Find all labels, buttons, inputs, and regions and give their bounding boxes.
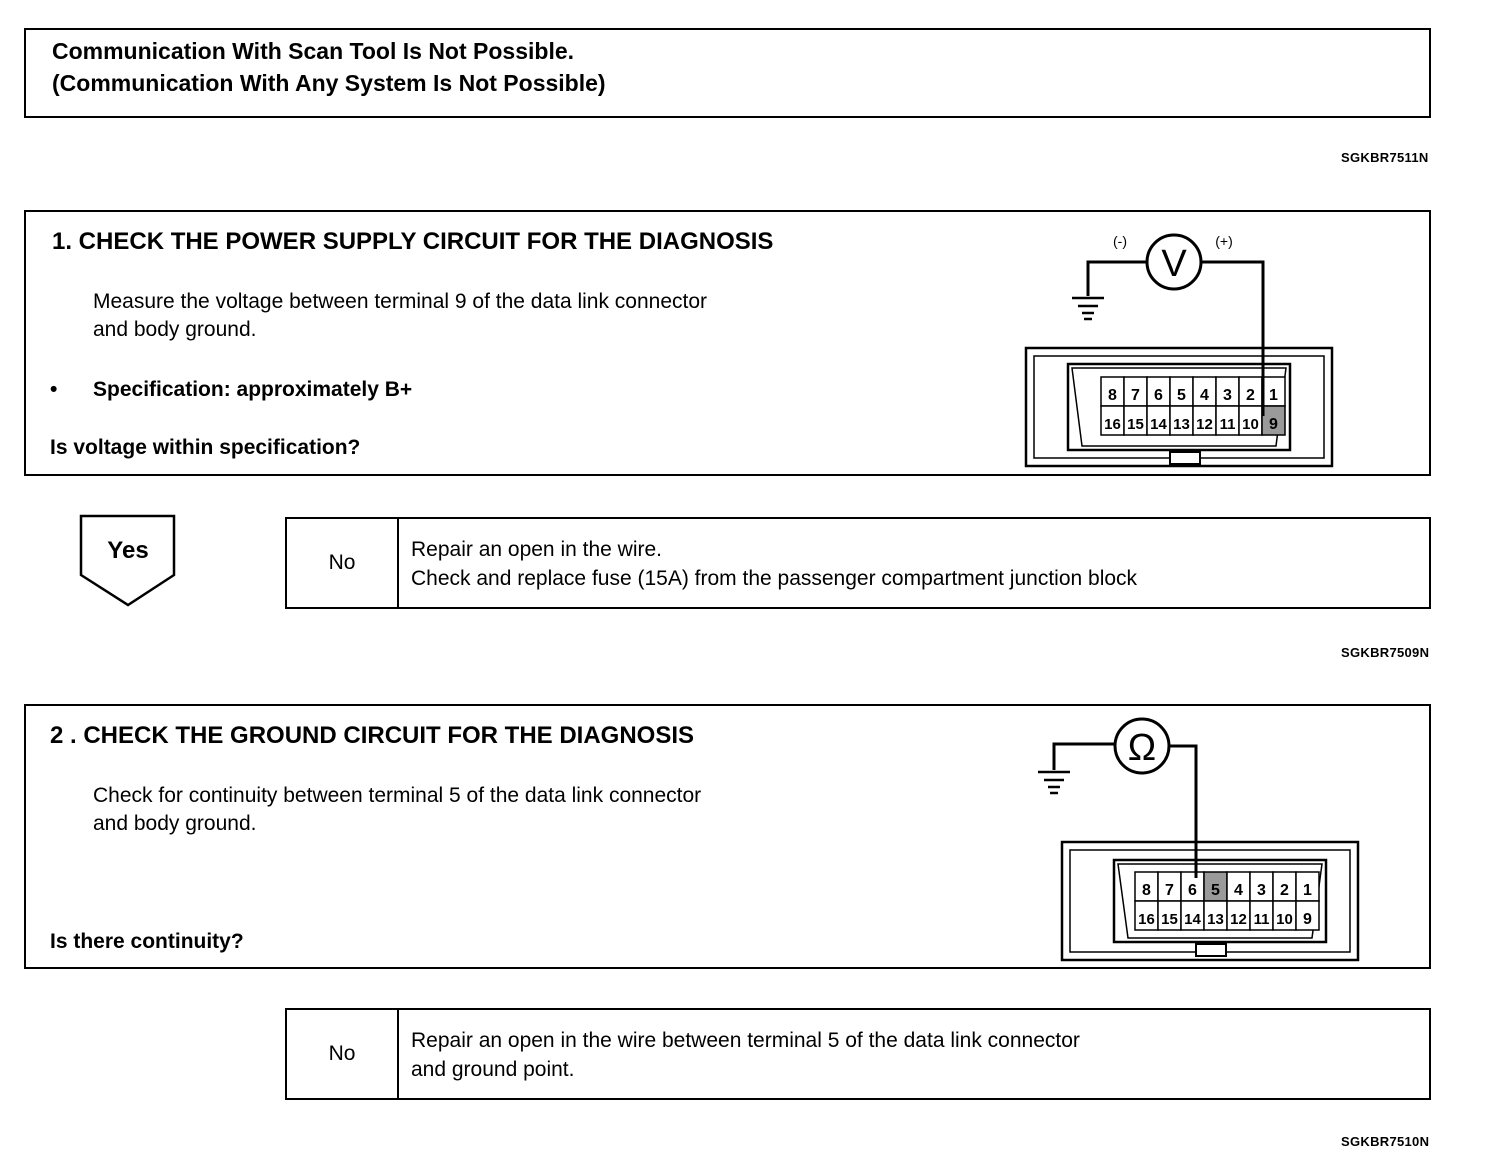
connector-pin-label-15: 15 — [1161, 911, 1178, 928]
connector-pin-label-12: 12 — [1196, 416, 1213, 433]
step1-body-line2: and body ground. — [93, 318, 257, 341]
step2-no-label: No — [287, 1010, 399, 1098]
step2-no-line1: Repair an open in the wire between termi… — [411, 1029, 1080, 1052]
connector-pin-label-4: 4 — [1200, 387, 1209, 404]
connector-pin-label-10: 10 — [1242, 416, 1259, 433]
connector-pin-label-8: 8 — [1142, 882, 1151, 899]
connector-pin-label-9: 9 — [1303, 911, 1312, 928]
connector-pin-label-14: 14 — [1150, 416, 1167, 433]
connector-pin-label-6: 6 — [1154, 387, 1163, 404]
step1-no-text: Repair an open in the wire. Check and re… — [399, 519, 1137, 607]
connector-pin-label-1: 1 — [1269, 387, 1278, 404]
connector-pin-label-9: 9 — [1269, 416, 1278, 433]
connector-pin-label-11: 11 — [1220, 416, 1236, 433]
voltmeter-symbol: V — [1161, 243, 1187, 285]
connector-pin-label-5: 5 — [1211, 882, 1220, 899]
negative-probe-label: (-) — [1113, 233, 1127, 249]
connector-pin-label-3: 3 — [1257, 882, 1266, 899]
connector-pin-label-7: 7 — [1131, 387, 1140, 404]
connector-pin-label-11: 11 — [1254, 911, 1270, 928]
connector-pin-label-1: 1 — [1303, 882, 1312, 899]
connector-pin-label-13: 13 — [1173, 416, 1190, 433]
positive-probe-label: (+) — [1215, 233, 1233, 249]
step2-title: 2 . CHECK THE GROUND CIRCUIT FOR THE DIA… — [50, 722, 695, 749]
step1-no-box: No Repair an open in the wire. Check and… — [285, 517, 1431, 609]
connector-pin-label-3: 3 — [1223, 387, 1232, 404]
connector-pin-label-6: 6 — [1188, 882, 1197, 899]
connector-pin-label-14: 14 — [1184, 911, 1201, 928]
connector-pin-label-2: 2 — [1280, 882, 1289, 899]
connector-pin-label-5: 5 — [1177, 387, 1186, 404]
connector-pin-label-10: 10 — [1276, 911, 1293, 928]
connector-pin-label-7: 7 — [1165, 882, 1174, 899]
step1-body-line1: Measure the voltage between terminal 9 o… — [93, 290, 708, 313]
connector-pin-label-16: 16 — [1104, 416, 1121, 433]
step1-bullet: • — [50, 378, 58, 401]
step1-title: 1. CHECK THE POWER SUPPLY CIRCUIT FOR TH… — [52, 228, 774, 255]
yes-arrow: Yes — [79, 514, 176, 607]
figure-code-2: SGKBR7509N — [1341, 645, 1430, 660]
connector-pin-label-13: 13 — [1207, 911, 1224, 928]
ground-symbol-icon — [1072, 296, 1104, 321]
connector-pin-label-12: 12 — [1230, 911, 1247, 928]
step2-question: Is there continuity? — [50, 930, 244, 953]
step1-question: Is voltage within specification? — [50, 436, 361, 459]
step2-no-line2: and ground point. — [411, 1058, 575, 1081]
voltmeter-icon: V — [1145, 233, 1203, 291]
step2-body-line1: Check for continuity between terminal 5 … — [93, 784, 702, 807]
yes-label: Yes — [107, 537, 148, 564]
connector-pin-label-8: 8 — [1108, 387, 1117, 404]
connector-pin-label-16: 16 — [1138, 911, 1155, 928]
header-box: Communication With Scan Tool Is Not Poss… — [24, 28, 1431, 118]
ohmmeter-icon: Ω — [1113, 717, 1171, 775]
connector-pin-label-2: 2 — [1246, 387, 1255, 404]
ohmmeter-symbol: Ω — [1128, 727, 1156, 769]
step1-no-line2: Check and replace fuse (15A) from the pa… — [411, 567, 1138, 590]
step1-no-line1: Repair an open in the wire. — [411, 538, 662, 561]
header-title-line2: (Communication With Any System Is Not Po… — [52, 70, 606, 96]
connector-pin-9 — [1295, 900, 1320, 931]
ground-symbol-icon — [1038, 770, 1070, 795]
step2-no-text: Repair an open in the wire between termi… — [399, 1010, 1080, 1098]
step2-no-box: No Repair an open in the wire between te… — [285, 1008, 1431, 1100]
step2-box: 2 . CHECK THE GROUND CIRCUIT FOR THE DIA… — [24, 704, 1431, 969]
header-title-line1: Communication With Scan Tool Is Not Poss… — [52, 38, 575, 64]
figure-code-3: SGKBR7510N — [1341, 1134, 1430, 1149]
step2-body-line2: and body ground. — [93, 812, 257, 835]
step1-spec: Specification: approximately B+ — [93, 378, 413, 401]
connector-pin-label-15: 15 — [1127, 416, 1144, 433]
figure-code-1: SGKBR7511N — [1341, 150, 1429, 165]
connector-pin-9 — [1261, 405, 1286, 436]
connector-pin-label-4: 4 — [1234, 882, 1243, 899]
step1-box: 1. CHECK THE POWER SUPPLY CIRCUIT FOR TH… — [24, 210, 1431, 476]
step1-no-label: No — [287, 519, 399, 607]
